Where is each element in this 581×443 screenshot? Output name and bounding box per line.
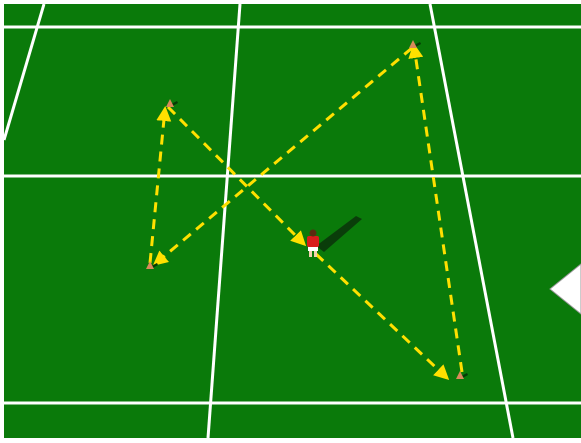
pitch-surface xyxy=(4,4,581,438)
